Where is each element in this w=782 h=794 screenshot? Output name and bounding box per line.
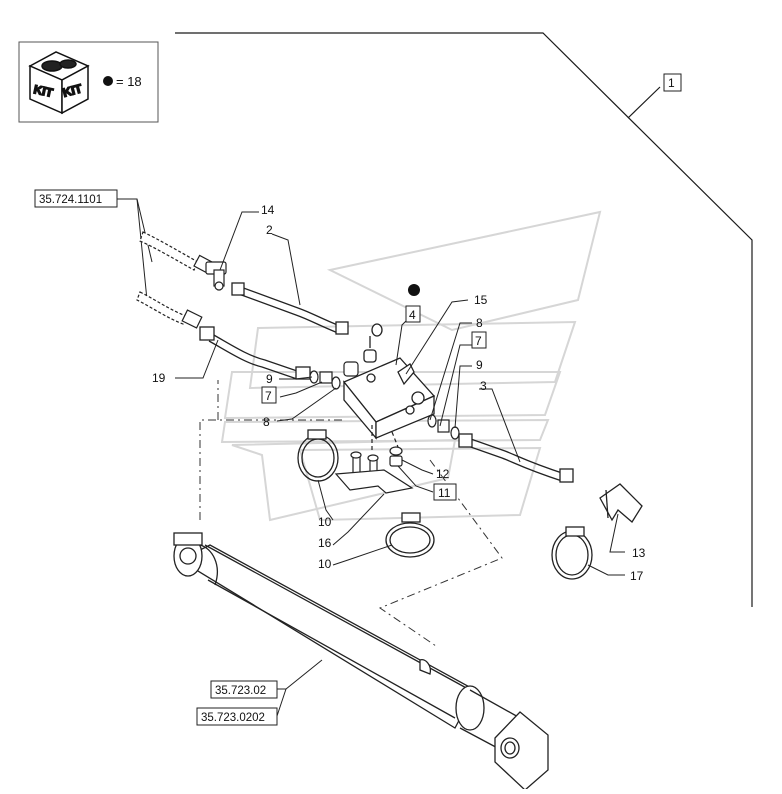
boxed-callouts: 4 7 7 11	[261, 305, 487, 501]
bracket-13	[599, 483, 643, 523]
callout-13: 13	[632, 546, 646, 560]
svg-text:7: 7	[475, 334, 482, 348]
callout-10-upper: 10	[318, 515, 332, 529]
valve-block	[342, 323, 436, 440]
kit-box-icon: KIT KIT	[28, 51, 90, 115]
right-fittings	[427, 414, 460, 440]
pipe-3	[458, 433, 574, 483]
callout-9-right: 9	[476, 358, 483, 372]
bullet-icon	[103, 76, 113, 86]
svg-text:1: 1	[668, 76, 675, 90]
svg-text:7: 7	[265, 389, 272, 403]
mounting-parts	[334, 425, 414, 494]
callout-19: 19	[152, 371, 166, 385]
tee-fitting	[205, 261, 227, 291]
leader-lines	[175, 211, 625, 576]
callout-15: 15	[474, 293, 488, 307]
hose-reference: 35.724.1101	[34, 189, 153, 301]
callout-14: 14	[261, 203, 275, 217]
callout-10-lower: 10	[318, 557, 332, 571]
dashed-guides	[199, 380, 503, 647]
part-numbers: 14 2 19 9 8 15 8 9 3 12 10 16 10 13 17	[152, 203, 646, 583]
callout-7-left: 7	[261, 386, 277, 404]
svg-text:11: 11	[438, 486, 451, 500]
callout-7-right: 7	[471, 331, 487, 349]
hose-reference-label: 35.724.1101	[39, 194, 102, 206]
kit-label-right: KIT	[61, 81, 84, 100]
hose-clamps	[297, 429, 593, 580]
svg-text:4: 4	[409, 308, 416, 322]
cylinder-references: 35.723.02 35.723.0202	[196, 659, 323, 726]
callout-8-left: 8	[263, 415, 270, 429]
hose-ends	[136, 231, 213, 329]
callout-16: 16	[318, 536, 332, 550]
callout-12: 12	[436, 467, 450, 481]
callout-1: 1	[663, 73, 682, 92]
kit-legend: KIT KIT = 18	[18, 41, 159, 123]
callout-2: 2	[266, 223, 273, 237]
hydraulic-cylinder	[173, 532, 549, 791]
callout-3: 3	[480, 379, 487, 393]
assembly-outline	[175, 32, 753, 607]
callout-8-right: 8	[476, 316, 483, 330]
callout-11: 11	[433, 483, 457, 501]
kit-legend-count: = 18	[116, 74, 142, 89]
cylinder-ref-a: 35.723.02	[215, 685, 266, 697]
kit-label-left: KIT	[32, 82, 54, 100]
pipe-19	[199, 326, 311, 380]
pipe-2	[231, 282, 349, 335]
kit-bullet-icon	[408, 284, 420, 296]
callout-17: 17	[630, 569, 644, 583]
callout-9-left: 9	[266, 372, 273, 386]
callout-4: 4	[405, 305, 421, 323]
cylinder-ref-b: 35.723.0202	[201, 712, 265, 724]
